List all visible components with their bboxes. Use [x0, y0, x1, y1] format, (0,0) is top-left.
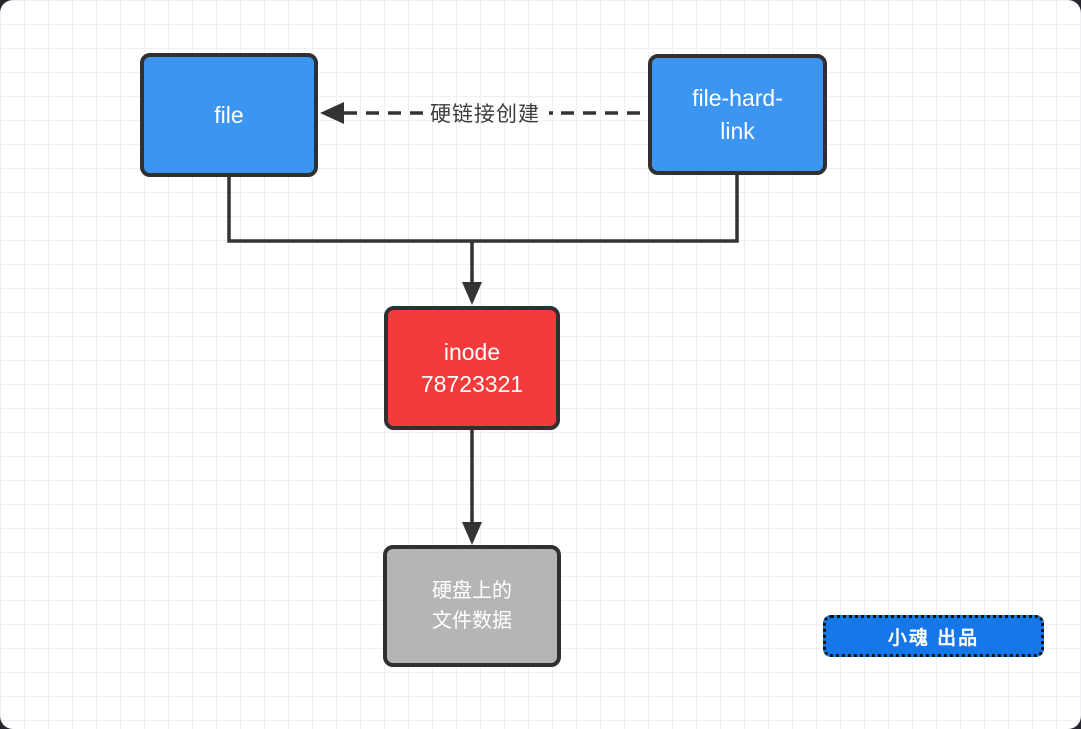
arrowhead-to-disk [462, 522, 482, 545]
node-disk-data[interactable]: 硬盘上的 文件数据 [383, 545, 561, 667]
arrowhead-to-file [320, 102, 344, 124]
node-inode[interactable]: inode 78723321 [384, 306, 560, 430]
node-file-hard-link[interactable]: file-hard- link [648, 54, 827, 175]
join-connector-line [227, 175, 739, 243]
node-file[interactable]: file [140, 53, 318, 177]
author-badge[interactable]: 小魂 出品 [823, 615, 1044, 657]
hardlink-edge-label: 硬链接创建 [430, 103, 540, 126]
arrowhead-to-inode [462, 282, 482, 305]
